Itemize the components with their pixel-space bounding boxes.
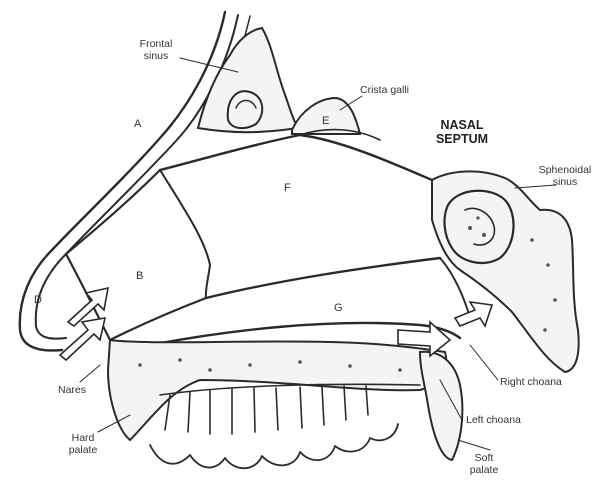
title-line-2: SEPTUM	[418, 132, 506, 146]
frontal-sinus-label-line-1: Frontal	[128, 38, 184, 50]
frontal-sinus-label-line-2: sinus	[128, 50, 184, 62]
soft-palate-label-line-2: palate	[464, 464, 504, 476]
region-letter-e: E	[322, 115, 329, 127]
region-letter-d: D	[34, 294, 42, 306]
region-letter-a: A	[134, 118, 141, 130]
sphenoidal-sinus-label-line-2: sinus	[528, 176, 602, 188]
perpendicular-plate	[160, 130, 440, 298]
hard-palate-label: Hard palate	[58, 432, 108, 456]
left-choana-label: Left choana	[466, 414, 521, 426]
hard-palate-label-line-1: Hard	[58, 432, 108, 444]
soft-palate-label: Soft palate	[464, 452, 504, 476]
sphenoidal-sinus-label-line-1: Sphenoidal	[528, 164, 602, 176]
frontal-sinus-label: Frontal sinus	[128, 38, 184, 62]
hard-palate-label-line-2: palate	[58, 444, 108, 456]
sphenoidal-sinus-label: Sphenoidal sinus	[528, 164, 602, 188]
title-line-1: NASAL	[418, 118, 506, 132]
hard-palate-maxilla	[108, 340, 446, 468]
region-letter-f: F	[284, 182, 291, 194]
diagram-title: NASAL SEPTUM	[418, 118, 506, 146]
region-letter-b: B	[136, 270, 143, 282]
nares-label: Nares	[58, 384, 86, 396]
soft-palate-shape	[420, 352, 462, 460]
sphenoid-bone	[432, 171, 579, 372]
region-letter-g: G	[334, 302, 343, 314]
nasal-bone-outline	[20, 12, 250, 350]
right-choana-label: Right choana	[500, 376, 562, 388]
crista-galli-label: Crista galli	[360, 84, 409, 96]
soft-palate-label-line-1: Soft	[464, 452, 504, 464]
frontal-bone	[198, 28, 298, 132]
nares-arrow	[60, 288, 108, 360]
